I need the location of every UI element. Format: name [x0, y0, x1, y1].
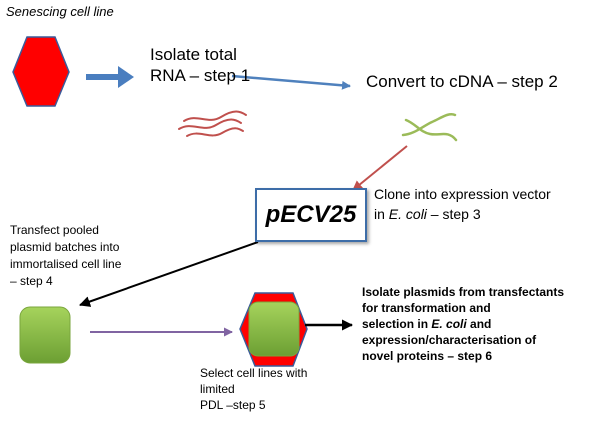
step5-label: Select cell lines with limited PDL –step… [200, 365, 307, 413]
immortal-cell-icon [19, 306, 71, 364]
clone-arrow [352, 145, 408, 191]
step3-label-suffix: – step 3 [426, 206, 481, 222]
step6-label-prefix: selection in [362, 317, 432, 331]
step3-label-line2: in E. coli – step 3 [374, 204, 551, 224]
step1-label: Isolate total RNA – step 1 [150, 44, 250, 86]
step5-label-line1: Select cell lines with [200, 366, 308, 380]
cdna-double-helix-icon [401, 113, 458, 142]
vector-label: pECV25 [265, 201, 357, 228]
step5-label-line2: limited [200, 382, 235, 396]
step3-label-organism: E. coli [388, 206, 427, 222]
step3-label-prefix: in [374, 206, 389, 222]
step4-label-line4: – step 4 [10, 274, 53, 288]
mixed-cell-icon [239, 292, 308, 367]
senescent-cell-hexagon-icon [12, 36, 70, 107]
step3-label-line1: Clone into expression vector [374, 186, 551, 202]
rna-strands-icon [178, 110, 247, 137]
step4-label-line2: plasmid batches into [10, 240, 120, 254]
step5-label-line3: PDL –step 5 [200, 398, 266, 412]
step6-label-suffix: and [466, 317, 492, 331]
transfect-arrow [79, 241, 259, 307]
step3-label: Clone into expression vector in E. coli … [374, 184, 551, 224]
step4-label-line1: Transfect pooled [10, 223, 99, 237]
step6-label-line5: novel proteins – step 6 [362, 349, 493, 363]
vector-box: pECV25 [255, 188, 367, 242]
step6-label-line1: Isolate plasmids from transfectants [362, 285, 565, 299]
step6-label-line3: selection in E. coli and [362, 316, 564, 332]
step2-label: Convert to cDNA – step 2 [366, 72, 558, 91]
step6-label-organism: E. coli [431, 317, 467, 331]
step6-label: Isolate plasmids from transfectants for … [362, 284, 564, 364]
step6-label-line2: for transformation and [362, 301, 491, 315]
step2-arrow [231, 74, 351, 90]
step6-label-line4: expression/characterisation of [362, 333, 537, 347]
step4-label-line3: immortalised cell line [10, 257, 122, 271]
step1-label-line2: RNA – step 1 [150, 66, 251, 85]
senescing-cell-line-label: Senescing cell line [6, 4, 114, 19]
step1-label-line1: Isolate total [150, 45, 237, 64]
step4-label: Transfect pooled plasmid batches into im… [10, 222, 121, 290]
step1-arrow [86, 66, 134, 88]
